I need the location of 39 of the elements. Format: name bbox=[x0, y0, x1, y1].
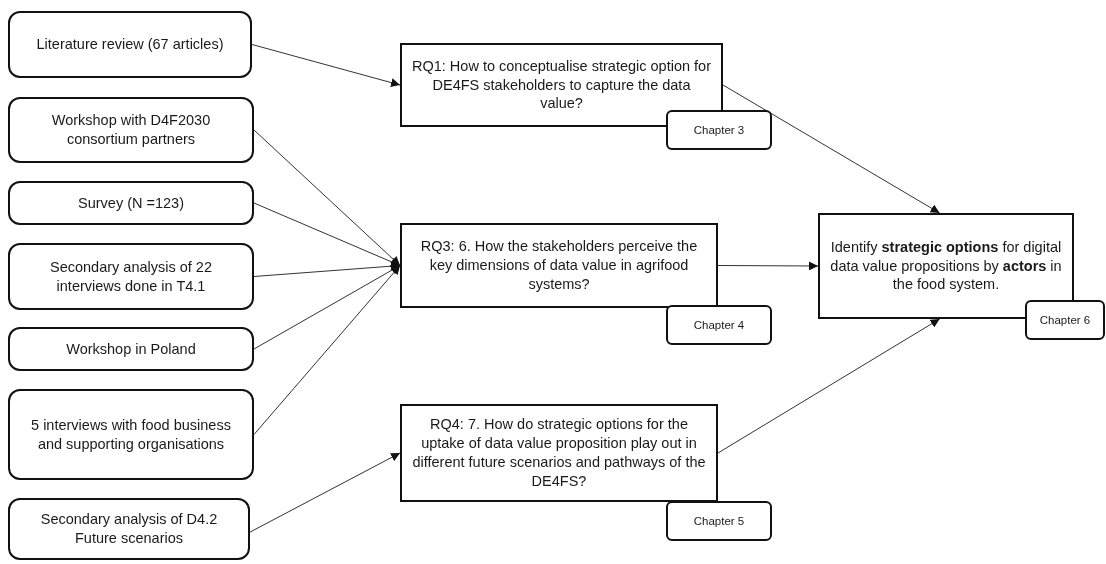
arrow bbox=[253, 129, 401, 266]
box-label: Workshop in Poland bbox=[66, 339, 196, 359]
box-label: Literature review (67 articles) bbox=[36, 35, 224, 54]
box-label: 5 interviews with food business and supporting organisations bbox=[30, 415, 232, 454]
arrow bbox=[717, 261, 819, 271]
arrow bbox=[249, 452, 401, 533]
arrow bbox=[717, 318, 941, 454]
box-label: Secondary analysis of 22 interviews done in T4.1 bbox=[49, 257, 213, 296]
box-label: Identify strategic options for digital data value propositions by actors in the food system. bbox=[829, 237, 1063, 295]
chapter-tag bbox=[1025, 300, 1105, 340]
chapter-tag bbox=[666, 110, 772, 150]
box-label: Chapter 4 bbox=[693, 317, 745, 333]
box-label: Secondary analysis of D4.2 Future scenarios bbox=[39, 510, 219, 548]
box-label: Workshop with D4F2030 consortium partners bbox=[50, 111, 212, 149]
source-box bbox=[8, 327, 254, 371]
arrow bbox=[722, 84, 941, 214]
arrow bbox=[253, 265, 401, 350]
box-label: Survey (N =123) bbox=[78, 193, 184, 213]
arrow bbox=[253, 265, 401, 435]
research-question-box bbox=[400, 43, 723, 127]
arrow bbox=[251, 44, 401, 87]
box-label: RQ4: 7. How do strategic options for the uptake of data value proposition play out in different future scenarios and pathways of the DE4FS? bbox=[411, 415, 707, 491]
source-box bbox=[8, 389, 254, 480]
chapter-tag bbox=[666, 501, 772, 541]
box-label: Chapter 5 bbox=[693, 513, 745, 529]
research-question-box bbox=[400, 404, 718, 502]
source-box bbox=[8, 11, 252, 78]
chapter-tag bbox=[666, 305, 772, 345]
source-box bbox=[8, 181, 254, 225]
box-label: RQ3: 6. How the stakeholders perceive the key dimensions of data value in agrifood systems? bbox=[419, 237, 699, 294]
arrow bbox=[253, 202, 401, 267]
research-question-box bbox=[400, 223, 718, 308]
box-label: Chapter 3 bbox=[693, 122, 745, 138]
source-box bbox=[8, 97, 254, 163]
box-label: Chapter 6 bbox=[1039, 312, 1091, 328]
source-box bbox=[8, 243, 254, 310]
arrow bbox=[253, 261, 401, 277]
source-box bbox=[8, 498, 250, 560]
box-label: RQ1: How to conceptualise strategic option for DE4FS stakeholders to capture the data value? bbox=[411, 56, 712, 114]
